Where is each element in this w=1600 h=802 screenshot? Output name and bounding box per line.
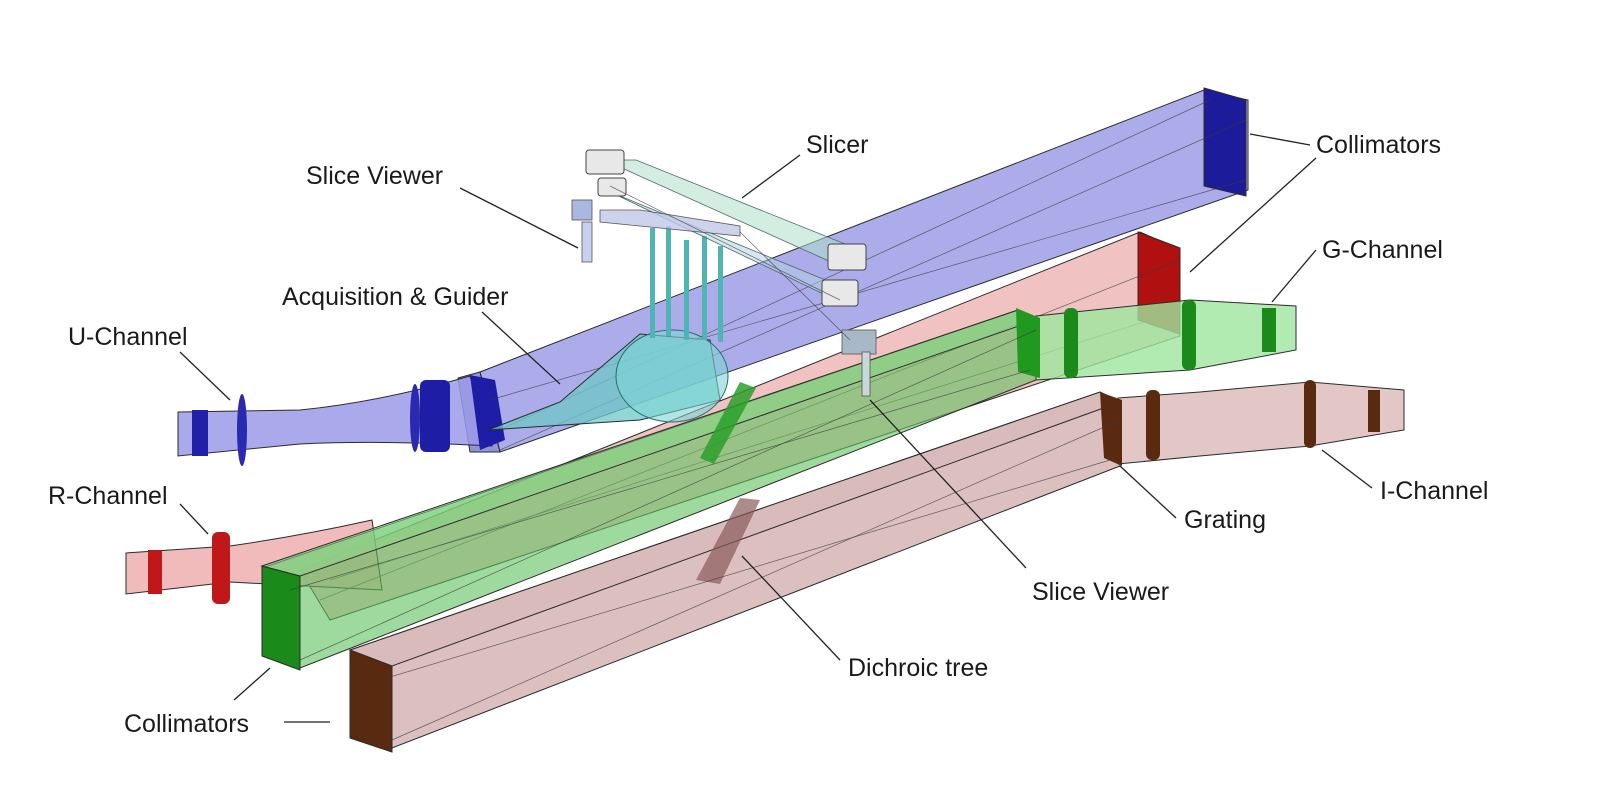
leader-g-channel [1271, 249, 1317, 303]
g-channel-assembly [260, 299, 1297, 671]
slice-viewer-arm [599, 209, 741, 237]
leader-collimators-top-2 [1189, 157, 1317, 273]
label-slicer: Slicer [806, 131, 869, 159]
leader-lines [179, 133, 1373, 723]
leader-collimators-top-1 [1249, 133, 1311, 146]
i-lens-1 [1146, 390, 1160, 460]
u-lens-3 [410, 384, 420, 452]
i-grating [1100, 392, 1122, 466]
leader-slice-viewer-top [459, 187, 579, 249]
label-i-channel: I-Channel [1380, 477, 1488, 505]
label-collimators-top: Collimators [1316, 131, 1441, 159]
g-lens-3 [1262, 308, 1276, 352]
guider-stem-3 [684, 240, 689, 340]
leader-grating [1119, 465, 1177, 519]
r-lens-2 [212, 532, 230, 604]
slicer-unit-1 [585, 149, 625, 175]
dichroic-green-panel [700, 382, 756, 464]
label-collimators-bottom: Collimators [124, 710, 249, 738]
label-acquisition-guider: Acquisition & Guider [282, 283, 509, 311]
guider-stem-1 [650, 228, 655, 338]
guider-stem-2 [666, 226, 671, 336]
g-lens-1 [1064, 308, 1078, 378]
i-lens-3 [1368, 390, 1380, 432]
leader-acquisition-guider [481, 311, 561, 385]
g-grating [1016, 308, 1040, 378]
label-r-channel: R-Channel [48, 482, 168, 510]
g-rays [289, 329, 1037, 661]
slicer-unit-3 [827, 243, 867, 271]
leader-slice-viewer-bottom [869, 399, 1027, 569]
labels: Slicer Collimators Slice Viewer G-Channe… [48, 131, 1488, 738]
i-channel-assembly [348, 380, 1405, 753]
i-lens-2 [1304, 380, 1316, 448]
leader-collimators-bottom-1 [233, 667, 271, 701]
slice-viewer-2-post [861, 351, 871, 397]
slice-viewer-2-body [841, 329, 877, 355]
leader-u-channel [179, 351, 231, 401]
label-g-channel: G-Channel [1322, 236, 1443, 264]
u-lens-4 [420, 380, 450, 452]
g-lens-2 [1182, 300, 1196, 370]
acquisition-guider-assembly [487, 226, 756, 464]
slicer-assembly [571, 149, 877, 397]
leader-r-channel [179, 503, 209, 535]
label-slice-viewer-bottom: Slice Viewer [1032, 578, 1169, 606]
leader-i-channel [1321, 449, 1373, 489]
label-u-channel: U-Channel [68, 323, 188, 351]
leader-slicer [741, 154, 801, 199]
slice-viewer-post [581, 221, 593, 263]
i-collimator-face [349, 649, 393, 753]
i-camera-barrel [1117, 381, 1405, 465]
r-lens-1 [148, 550, 162, 594]
slicer-unit-4 [821, 279, 859, 307]
slice-viewer-head [571, 199, 593, 221]
u-lens-2 [237, 394, 247, 466]
label-dichroic-tree: Dichroic tree [848, 654, 988, 682]
label-grating: Grating [1184, 506, 1266, 534]
dichroic-panel [696, 498, 760, 584]
guider-stem-4 [702, 236, 707, 340]
u-grating [470, 375, 505, 450]
label-slice-viewer-top: Slice Viewer [306, 162, 443, 190]
g-collimator-face [261, 565, 301, 671]
guider-dome [615, 329, 729, 423]
leader-dichroic-tree [741, 555, 841, 661]
u-lens-1 [192, 410, 208, 456]
guider-stem-5 [718, 246, 723, 342]
u-collimator-mirror [1203, 87, 1247, 197]
i-rays [379, 419, 1121, 741]
